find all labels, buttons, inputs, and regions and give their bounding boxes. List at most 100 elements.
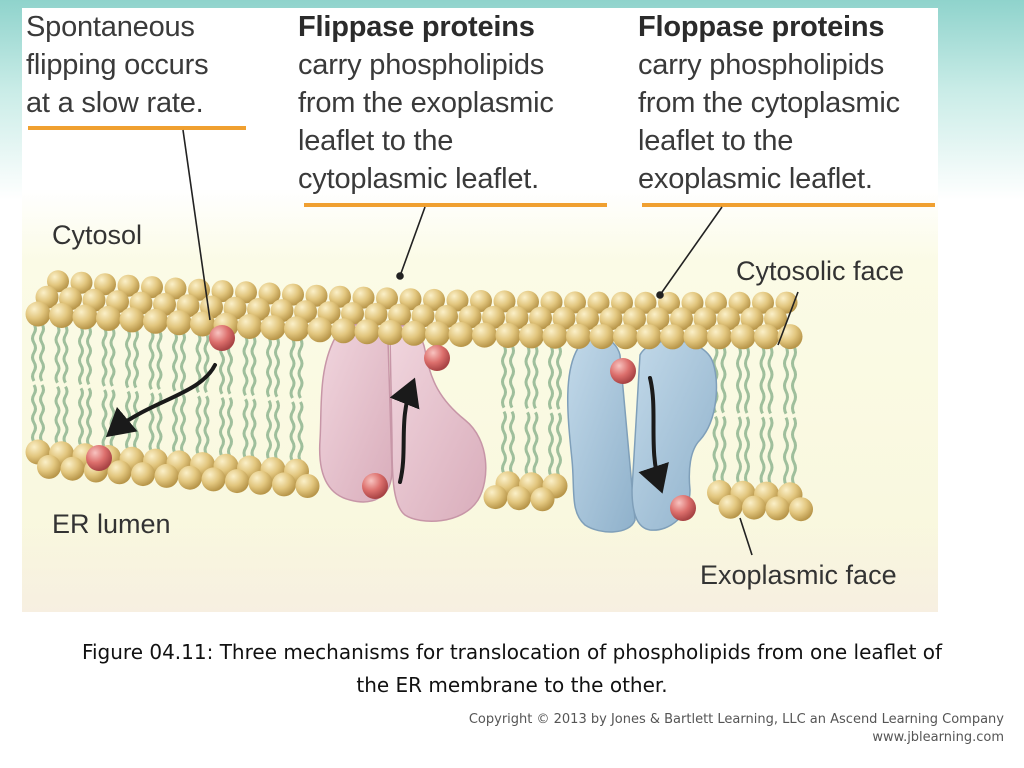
lipid-tail xyxy=(767,345,774,415)
lipid-tail xyxy=(219,397,225,458)
lipid-head xyxy=(623,307,646,331)
lipid-tail xyxy=(195,395,202,456)
lipid-tail xyxy=(125,329,131,389)
lipid-tail xyxy=(744,416,750,485)
lipid-head xyxy=(765,496,790,521)
lipid-head xyxy=(117,274,140,297)
lipid-head xyxy=(258,282,281,305)
marked-lipid-floppase-top xyxy=(610,358,636,384)
lipid-head xyxy=(166,310,192,336)
publisher-url[interactable]: www.jblearning.com xyxy=(872,730,1004,745)
lipid-tail xyxy=(289,338,296,399)
flippase-arrow xyxy=(389,377,420,484)
lipid-tail xyxy=(109,389,116,449)
lipid-head xyxy=(272,472,296,497)
flippase-label: Flippase proteins carry phospholipids fr… xyxy=(298,8,554,198)
lipid-tail xyxy=(297,401,304,462)
caption-line-2: the ER membrane to the other. xyxy=(356,673,668,697)
lipid-head xyxy=(96,305,121,331)
lipid-head xyxy=(752,291,774,314)
lipid-head xyxy=(399,288,422,311)
lipid-head xyxy=(307,317,333,343)
lipid-head xyxy=(446,289,469,312)
lipid-tail xyxy=(524,411,531,476)
lipid-tail xyxy=(736,346,742,414)
lipid-tail xyxy=(133,390,139,451)
lipid-tail xyxy=(250,398,257,459)
lipid-tail xyxy=(297,338,304,399)
lipid-tail xyxy=(767,416,774,485)
lipid-head xyxy=(25,301,51,327)
lipid-head xyxy=(94,273,116,296)
lipid-tail xyxy=(289,401,296,462)
lipid-head xyxy=(634,291,657,314)
lipid-tail xyxy=(86,326,92,386)
lipid-tail xyxy=(759,416,766,485)
lipid-head xyxy=(587,291,610,314)
lipid-tail xyxy=(78,326,84,386)
lipid-head xyxy=(331,318,356,344)
lipid-head xyxy=(352,286,375,309)
lipid-head xyxy=(707,324,732,350)
marked-lipid-flippase-top xyxy=(424,345,450,371)
lipid-tail xyxy=(548,345,554,410)
lipid-head xyxy=(789,497,813,522)
figure-caption: Figure 04.11: Three mechanisms for trans… xyxy=(40,636,984,702)
lipid-tail xyxy=(791,345,797,415)
lipid-head xyxy=(211,280,234,303)
lipid-head xyxy=(718,494,743,519)
floppase-text: carry phospholipids from the cytoplasmic… xyxy=(638,49,900,195)
lipid-tail xyxy=(266,399,272,461)
lipid-tail xyxy=(54,324,61,384)
lipid-head xyxy=(284,316,309,342)
lipid-tail xyxy=(242,335,249,397)
lipid-head xyxy=(47,270,69,293)
marked-lipid-spontaneous-bottom xyxy=(86,445,112,471)
lipid-head xyxy=(564,291,586,314)
copyright-line: Copyright © 2013 by Jones & Bartlett Lea… xyxy=(468,712,1004,727)
marked-lipid-floppase-bottom xyxy=(670,495,696,521)
lipid-tail xyxy=(86,387,92,447)
lipid-head xyxy=(470,290,492,312)
lipid-head xyxy=(201,467,226,492)
lipid-head xyxy=(190,311,215,337)
lipid-head xyxy=(425,321,450,347)
lipid-tail xyxy=(791,416,797,486)
floppase-label: Floppase proteins carry phospholipids fr… xyxy=(638,8,900,198)
lipid-head xyxy=(660,324,685,350)
lipid-tail xyxy=(274,336,280,398)
marked-lipid-spontaneous-top xyxy=(209,325,235,351)
lipid-head xyxy=(423,288,445,311)
spontaneous-label: Spontaneous flipping occurs at a slow ra… xyxy=(26,8,209,122)
lipid-head xyxy=(495,323,521,348)
label-underlines xyxy=(28,126,935,207)
lipid-head xyxy=(70,271,93,294)
cytosolic-face-label: Cytosolic face xyxy=(736,256,905,286)
lipid-head xyxy=(530,487,555,512)
lipid-head xyxy=(611,291,633,314)
lipid-tail xyxy=(101,389,108,449)
lipid-head xyxy=(517,290,539,313)
lipid-tail xyxy=(227,397,233,458)
lipid-head xyxy=(119,307,145,333)
lipid-head xyxy=(354,319,380,345)
marked-lipid-flippase-bottom xyxy=(362,473,388,499)
lipid-head xyxy=(260,315,286,341)
lipid-head xyxy=(237,314,262,339)
lipid-tail xyxy=(156,330,163,390)
lipid-head xyxy=(282,283,304,306)
lipid-tail xyxy=(180,394,186,454)
lipid-tail xyxy=(509,410,515,475)
lipid-head xyxy=(683,324,709,350)
lipid-tail xyxy=(78,387,84,447)
lipid-head xyxy=(305,284,328,307)
lipid-head xyxy=(472,322,497,348)
lipid-tail xyxy=(783,345,789,415)
lipid-tail xyxy=(203,333,210,394)
lipid-head xyxy=(248,470,273,495)
lipid-tail xyxy=(783,416,789,486)
lipid-head xyxy=(178,465,202,490)
lipid-head xyxy=(658,291,680,314)
lipid-head xyxy=(717,307,740,331)
lipid-head xyxy=(49,303,74,328)
